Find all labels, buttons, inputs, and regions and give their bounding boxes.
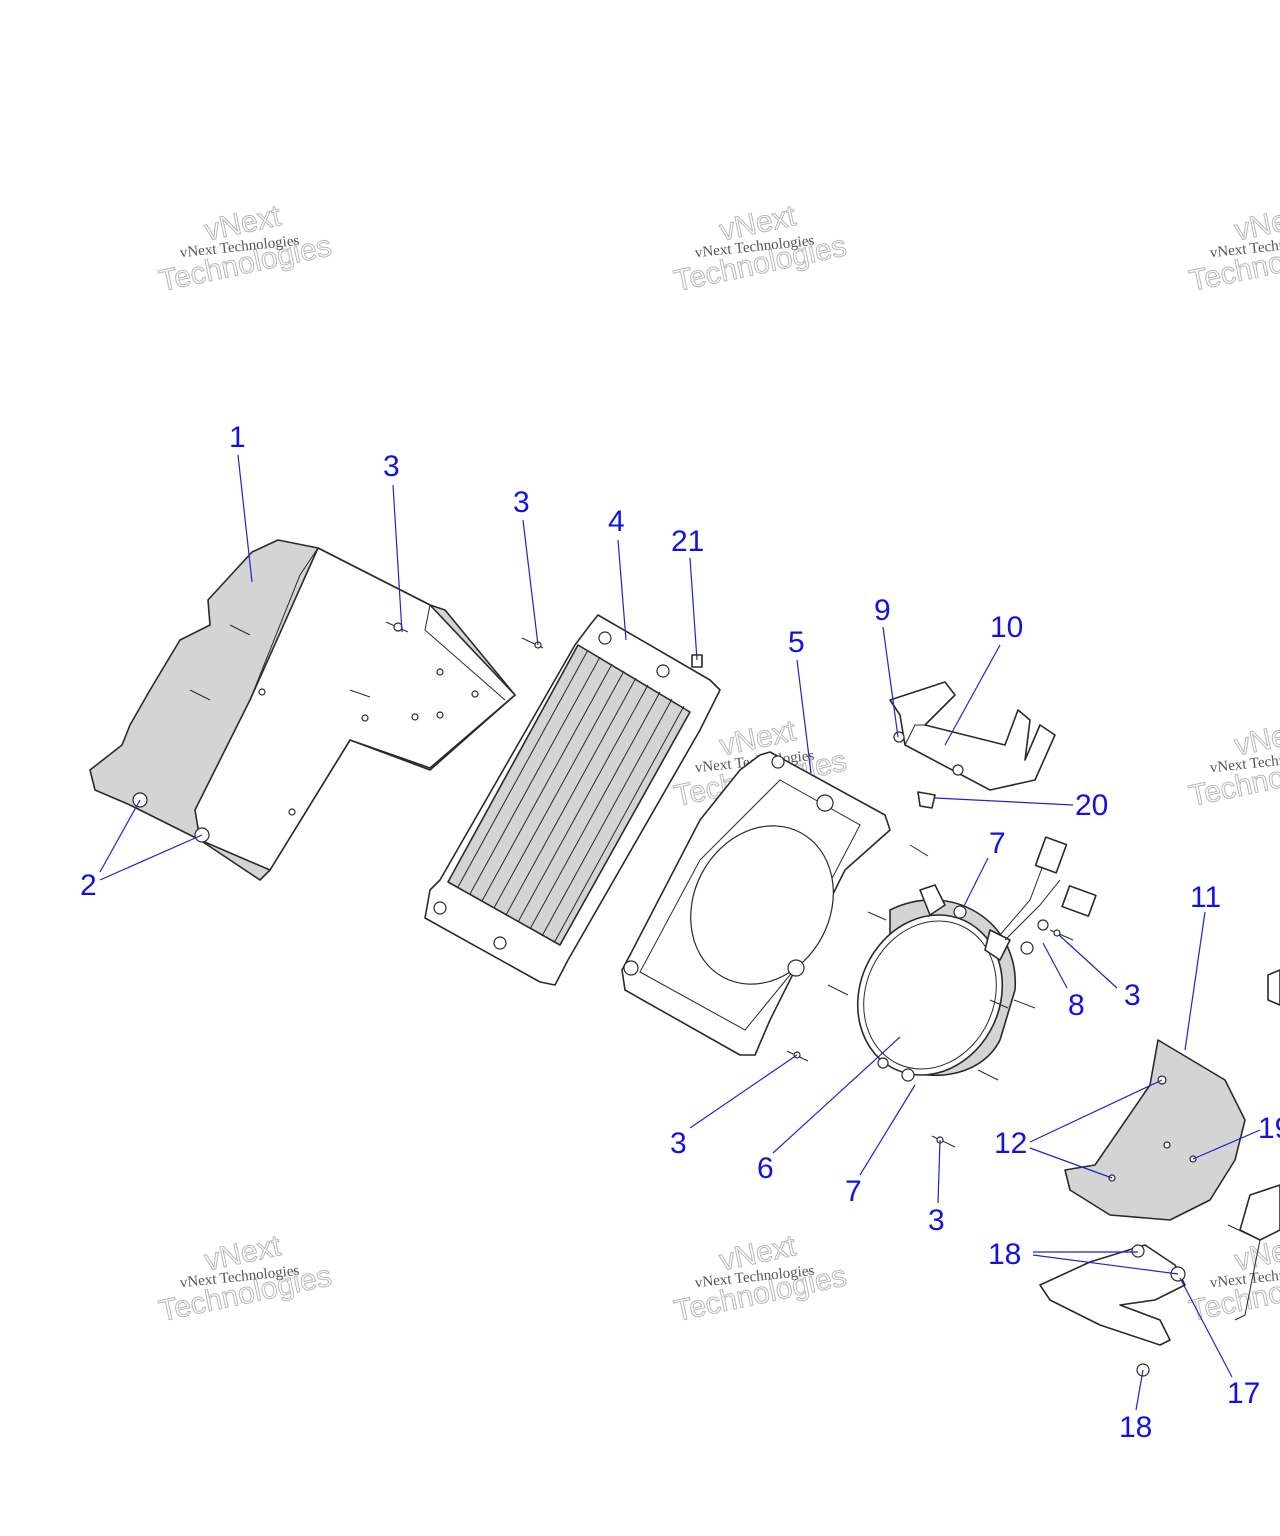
watermark: vNext Technologies vNext Technologies: [671, 199, 850, 299]
callout-9: 9: [874, 594, 891, 627]
callout-labels: 1 3 3 4 21 5 9 10 20 7 11 8 3 2 3 6 7 3 …: [80, 421, 1280, 1444]
part-17-lower-bracket: [1039, 1244, 1186, 1377]
callout-7: 7: [845, 1175, 862, 1208]
callout-2: 2: [80, 869, 97, 902]
watermark: vNext Technologies vNext Technologies: [1186, 199, 1280, 299]
callout-7: 7: [989, 827, 1006, 860]
callout-11: 11: [1190, 881, 1221, 914]
part-4-radiator: [424, 614, 721, 986]
callout-6: 6: [757, 1152, 774, 1185]
watermark: vNext Technologies vNext Technologies: [156, 199, 335, 299]
callout-3: 3: [670, 1127, 687, 1160]
callout-20: 20: [1075, 789, 1108, 822]
loose-screws: [521, 637, 1074, 1148]
part-5-fan-frame: [621, 751, 891, 1056]
radiator-fins: [457, 649, 685, 944]
callout-21: 21: [671, 525, 704, 558]
part-1-shroud: [89, 539, 516, 881]
watermark: vNext Technologies vNext Technologies: [671, 1229, 850, 1329]
callout-8: 8: [1068, 989, 1085, 1022]
callout-3: 3: [928, 1204, 945, 1237]
callout-10: 10: [990, 611, 1023, 644]
part-6-fan: [856, 836, 1097, 1082]
callout-17: 17: [1227, 1377, 1260, 1410]
callout-19: 19: [1258, 1112, 1280, 1145]
part-11-panel: [1064, 1039, 1246, 1221]
callout-18: 18: [988, 1238, 1021, 1271]
callout-3: 3: [1124, 979, 1141, 1012]
part-right-edge: [1227, 969, 1280, 1321]
callout-12: 12: [994, 1127, 1027, 1160]
callout-3: 3: [383, 450, 400, 483]
callout-1: 1: [229, 421, 246, 454]
callout-5: 5: [788, 626, 805, 659]
watermark: vNext Technologies vNext Technologies: [156, 1229, 335, 1329]
callout-4: 4: [608, 505, 625, 538]
leader-lines: [99, 454, 1261, 1411]
watermark: vNext Technologies vNext Technologies: [1186, 714, 1280, 814]
callout-3: 3: [513, 486, 530, 519]
callout-18: 18: [1119, 1411, 1152, 1444]
part-10-bracket: [889, 681, 1056, 809]
